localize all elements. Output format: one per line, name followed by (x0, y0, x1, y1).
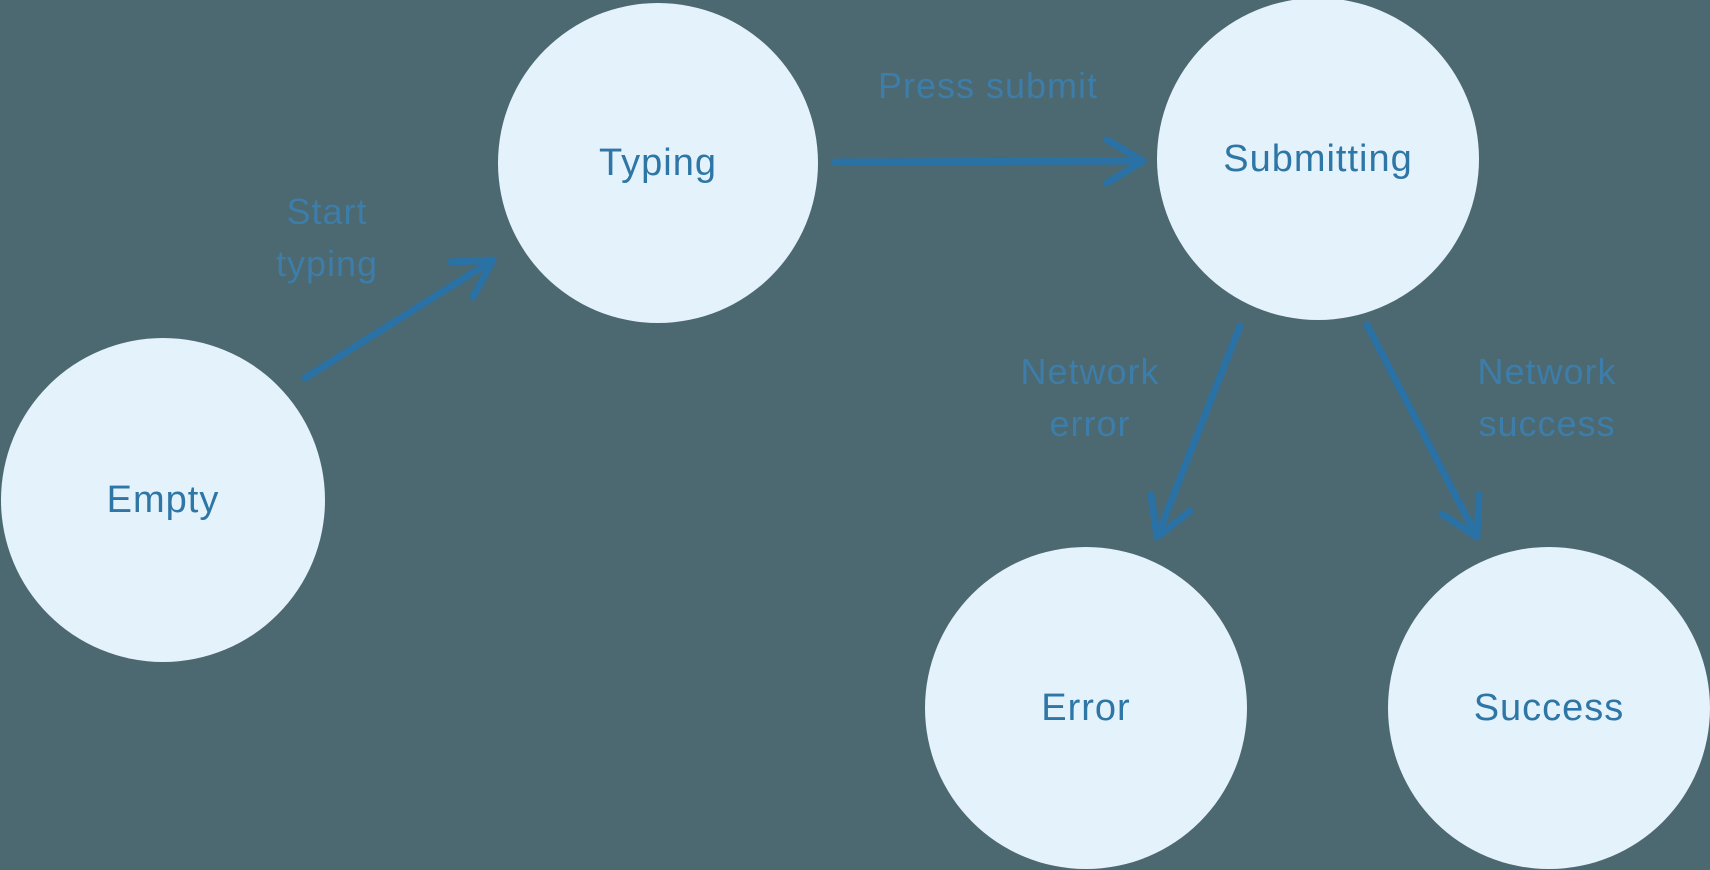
transition-label-start-typing: Start typing (275, 191, 379, 284)
transition-arrow-network-error (1147, 322, 1244, 541)
state-node-typing: Typing (498, 3, 818, 323)
state-label-success: Success (1473, 686, 1625, 729)
transition-label-press-submit: Press submit (877, 65, 1099, 106)
state-node-submitting: Submitting (1157, 0, 1479, 320)
transition-arrow-press-submit (831, 136, 1147, 187)
state-label-error: Error (1041, 686, 1131, 729)
state-label-empty: Empty (106, 478, 220, 521)
transition-label-network-error: Network error (1020, 351, 1160, 444)
state-node-empty: Empty (1, 338, 325, 662)
transition-label-network-success: Network success (1477, 351, 1617, 444)
transition-arrow-network-success (1363, 321, 1483, 541)
state-label-submitting: Submitting (1223, 137, 1413, 180)
transition-arrow-start-typing (301, 256, 497, 382)
state-node-success: Success (1388, 547, 1710, 869)
state-label-typing: Typing (599, 141, 717, 184)
state-node-error: Error (925, 547, 1247, 869)
